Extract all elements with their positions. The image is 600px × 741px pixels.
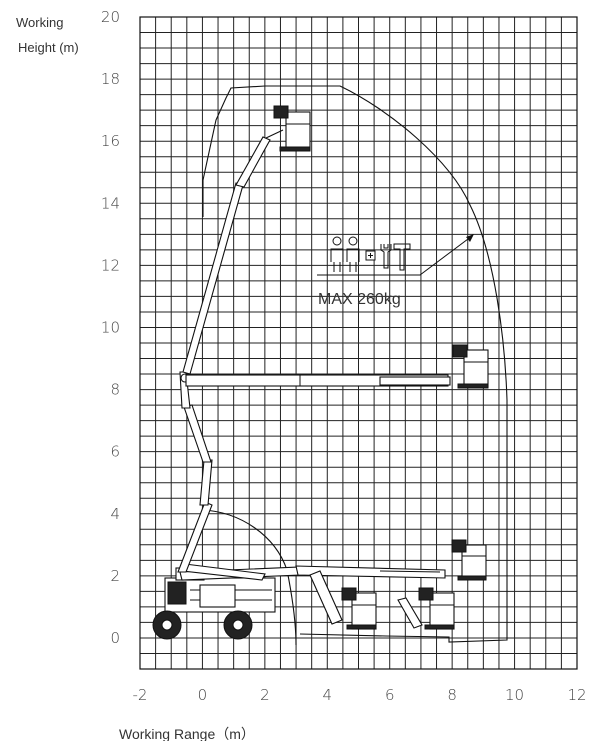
x-tick-label: 10	[505, 686, 524, 704]
chart-frame	[139, 16, 578, 670]
x-tick-label: 6	[385, 686, 395, 704]
jib-down-1	[309, 570, 377, 630]
y-tick-label: 8	[110, 381, 120, 399]
person-icon	[346, 236, 360, 272]
y-tick-label: 18	[101, 70, 120, 88]
jib-down-2	[397, 587, 455, 630]
y-axis-ticks: 0 2 4 6 8 10 12 14 16 18 20	[101, 8, 120, 647]
wrench-icon	[380, 244, 392, 269]
y-tick-label: 12	[101, 256, 120, 274]
basket-low-right	[451, 539, 487, 581]
boom-max-height	[182, 105, 311, 375]
boom-mid-extended	[185, 344, 489, 389]
y-tick-label: 10	[101, 318, 120, 336]
x-tick-label: -2	[133, 686, 148, 704]
plus-icon	[365, 250, 376, 261]
hammer-icon	[393, 243, 411, 271]
y-tick-label: 2	[110, 567, 120, 585]
y-tick-label: 14	[101, 194, 120, 212]
working-envelope	[202, 85, 508, 643]
y-axis-label-line1: Working	[16, 15, 63, 30]
x-tick-label: 12	[567, 686, 586, 704]
y-tick-label: 16	[101, 132, 120, 150]
lower-boom-stowed	[179, 563, 446, 581]
wheel-right	[223, 610, 253, 640]
y-tick-label: 0	[110, 629, 120, 647]
y-tick-label: 20	[101, 8, 120, 26]
person-icon	[330, 236, 344, 272]
capacity-callout: MAX 260kg	[317, 234, 474, 308]
callout-arrowhead	[466, 234, 474, 242]
x-axis-label: Working Range（m）	[119, 726, 255, 741]
y-tick-label: 4	[110, 505, 120, 523]
capacity-label: MAX 260kg	[318, 291, 401, 308]
x-axis-ticks: -2 0 2 4 6 8 10 12	[133, 686, 587, 704]
riser-arm	[177, 371, 213, 573]
callout-leader	[317, 235, 473, 276]
wheel-left	[152, 610, 182, 640]
y-tick-label: 6	[110, 443, 120, 461]
x-tick-label: 8	[447, 686, 457, 704]
x-tick-label: 4	[323, 686, 333, 704]
y-axis-label-line2: Height (m)	[18, 40, 79, 55]
x-tick-label: 2	[260, 686, 270, 704]
x-tick-label: 0	[198, 686, 208, 704]
